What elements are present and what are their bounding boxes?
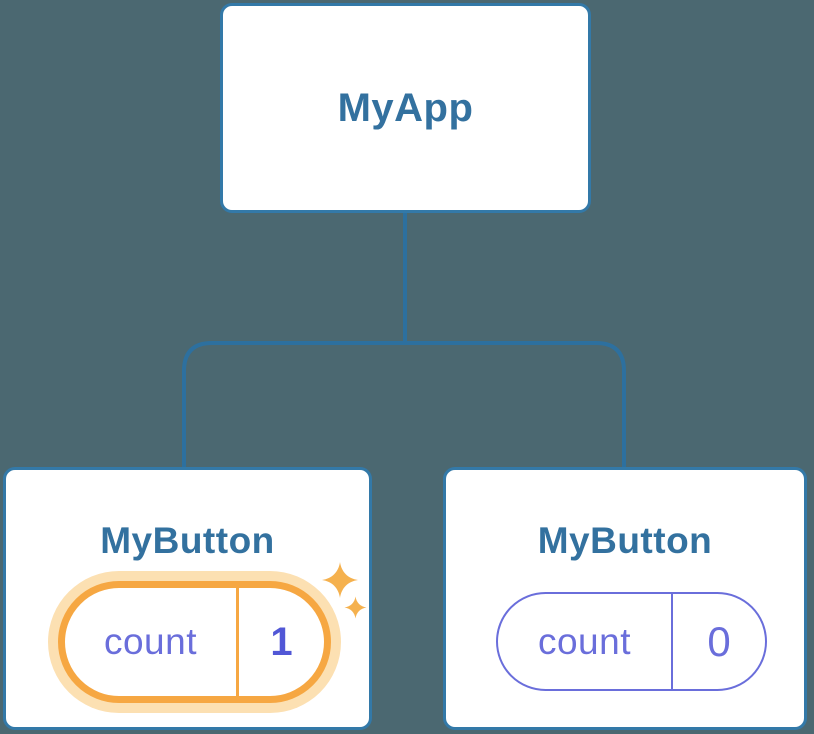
- state-value-label: 1: [270, 619, 293, 664]
- sparkle-icon-large: [322, 562, 358, 598]
- state-key: count: [65, 588, 236, 696]
- component-label: MyButton: [537, 520, 713, 561]
- state-pill-idle: count 0: [496, 592, 767, 691]
- sparkle-icon-small: [344, 596, 367, 619]
- state-key-label: count: [537, 620, 631, 662]
- state-key: count: [498, 594, 671, 689]
- pill-divider: [236, 588, 239, 696]
- pill-divider: [671, 594, 673, 689]
- component-label: MyButton: [100, 520, 275, 561]
- component-node-child-idle: MyButton count 0: [443, 467, 807, 730]
- connector-branch: [182, 341, 626, 470]
- state-key-label: count: [103, 621, 197, 662]
- sparkles-icon: [322, 562, 367, 619]
- component-label: MyApp: [337, 85, 474, 130]
- state-pill-active: count 1: [58, 581, 331, 703]
- state-value: 1: [239, 588, 324, 696]
- state-value: 0: [673, 594, 765, 689]
- component-node-child-active: MyButton count 1: [3, 467, 372, 730]
- state-value-label: 0: [707, 617, 731, 665]
- component-node-root: MyApp: [220, 3, 591, 213]
